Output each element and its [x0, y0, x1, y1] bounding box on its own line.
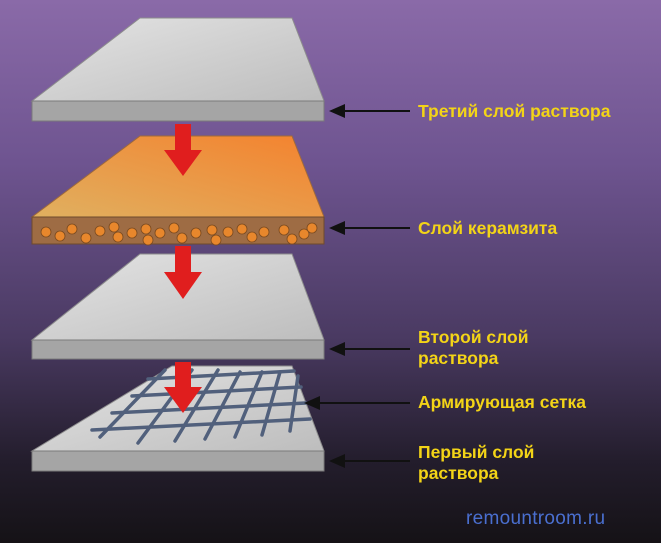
clay-granule [176, 232, 188, 244]
label-second-mortar-line2: раствора [418, 348, 499, 368]
clay-granule [306, 222, 318, 234]
clay-granule [278, 224, 290, 236]
clay-granule [140, 223, 152, 235]
clay-granule [126, 227, 138, 239]
clay-granule [94, 225, 106, 237]
clay-granule [206, 224, 218, 236]
pointer-arrow-first-mortar [329, 454, 410, 468]
pointer-arrow-expanded-clay [329, 221, 410, 235]
reinforcing-mesh [90, 368, 312, 445]
clay-granule [246, 231, 258, 243]
label-reinforcing-mesh: Армирующая сетка [418, 392, 587, 412]
pointer-arrow-reinforcing-mesh [304, 396, 410, 410]
clay-granule [154, 227, 166, 239]
label-expanded-clay: Слой керамзита [418, 218, 558, 238]
label-first-mortar-line1: Первый слой [418, 442, 535, 462]
site-watermark: remountroom.ru [466, 508, 606, 529]
label-second-mortar-line1: Второй слой [418, 327, 529, 347]
expanded-clay-layer [30, 135, 325, 246]
second-mortar-layer [30, 253, 325, 360]
pointer-arrow-third-mortar [329, 104, 410, 118]
clay-granule [168, 222, 180, 234]
clay-granule [286, 233, 298, 245]
clay-granule [40, 226, 52, 238]
expanded-clay-granules [40, 221, 318, 246]
clay-granule [222, 226, 234, 238]
clay-granule [66, 223, 78, 235]
flow-arrow-1 [164, 124, 202, 176]
third-mortar-layer [30, 17, 325, 122]
pointer-arrow-second-mortar [329, 342, 410, 356]
label-third-mortar: Третий слой раствора [418, 101, 611, 121]
clay-granule [210, 234, 222, 246]
flow-arrow-2 [164, 246, 202, 299]
clay-granule [236, 223, 248, 235]
clay-granule [258, 226, 270, 238]
clay-granule [142, 234, 154, 246]
label-first-mortar-line2: раствора [418, 463, 499, 483]
flow-arrow-3 [164, 362, 202, 413]
clay-granule [54, 230, 66, 242]
clay-granule [298, 228, 310, 240]
clay-granule [80, 232, 92, 244]
clay-granule [112, 231, 124, 243]
clay-granule [190, 227, 202, 239]
clay-granule [108, 221, 120, 233]
